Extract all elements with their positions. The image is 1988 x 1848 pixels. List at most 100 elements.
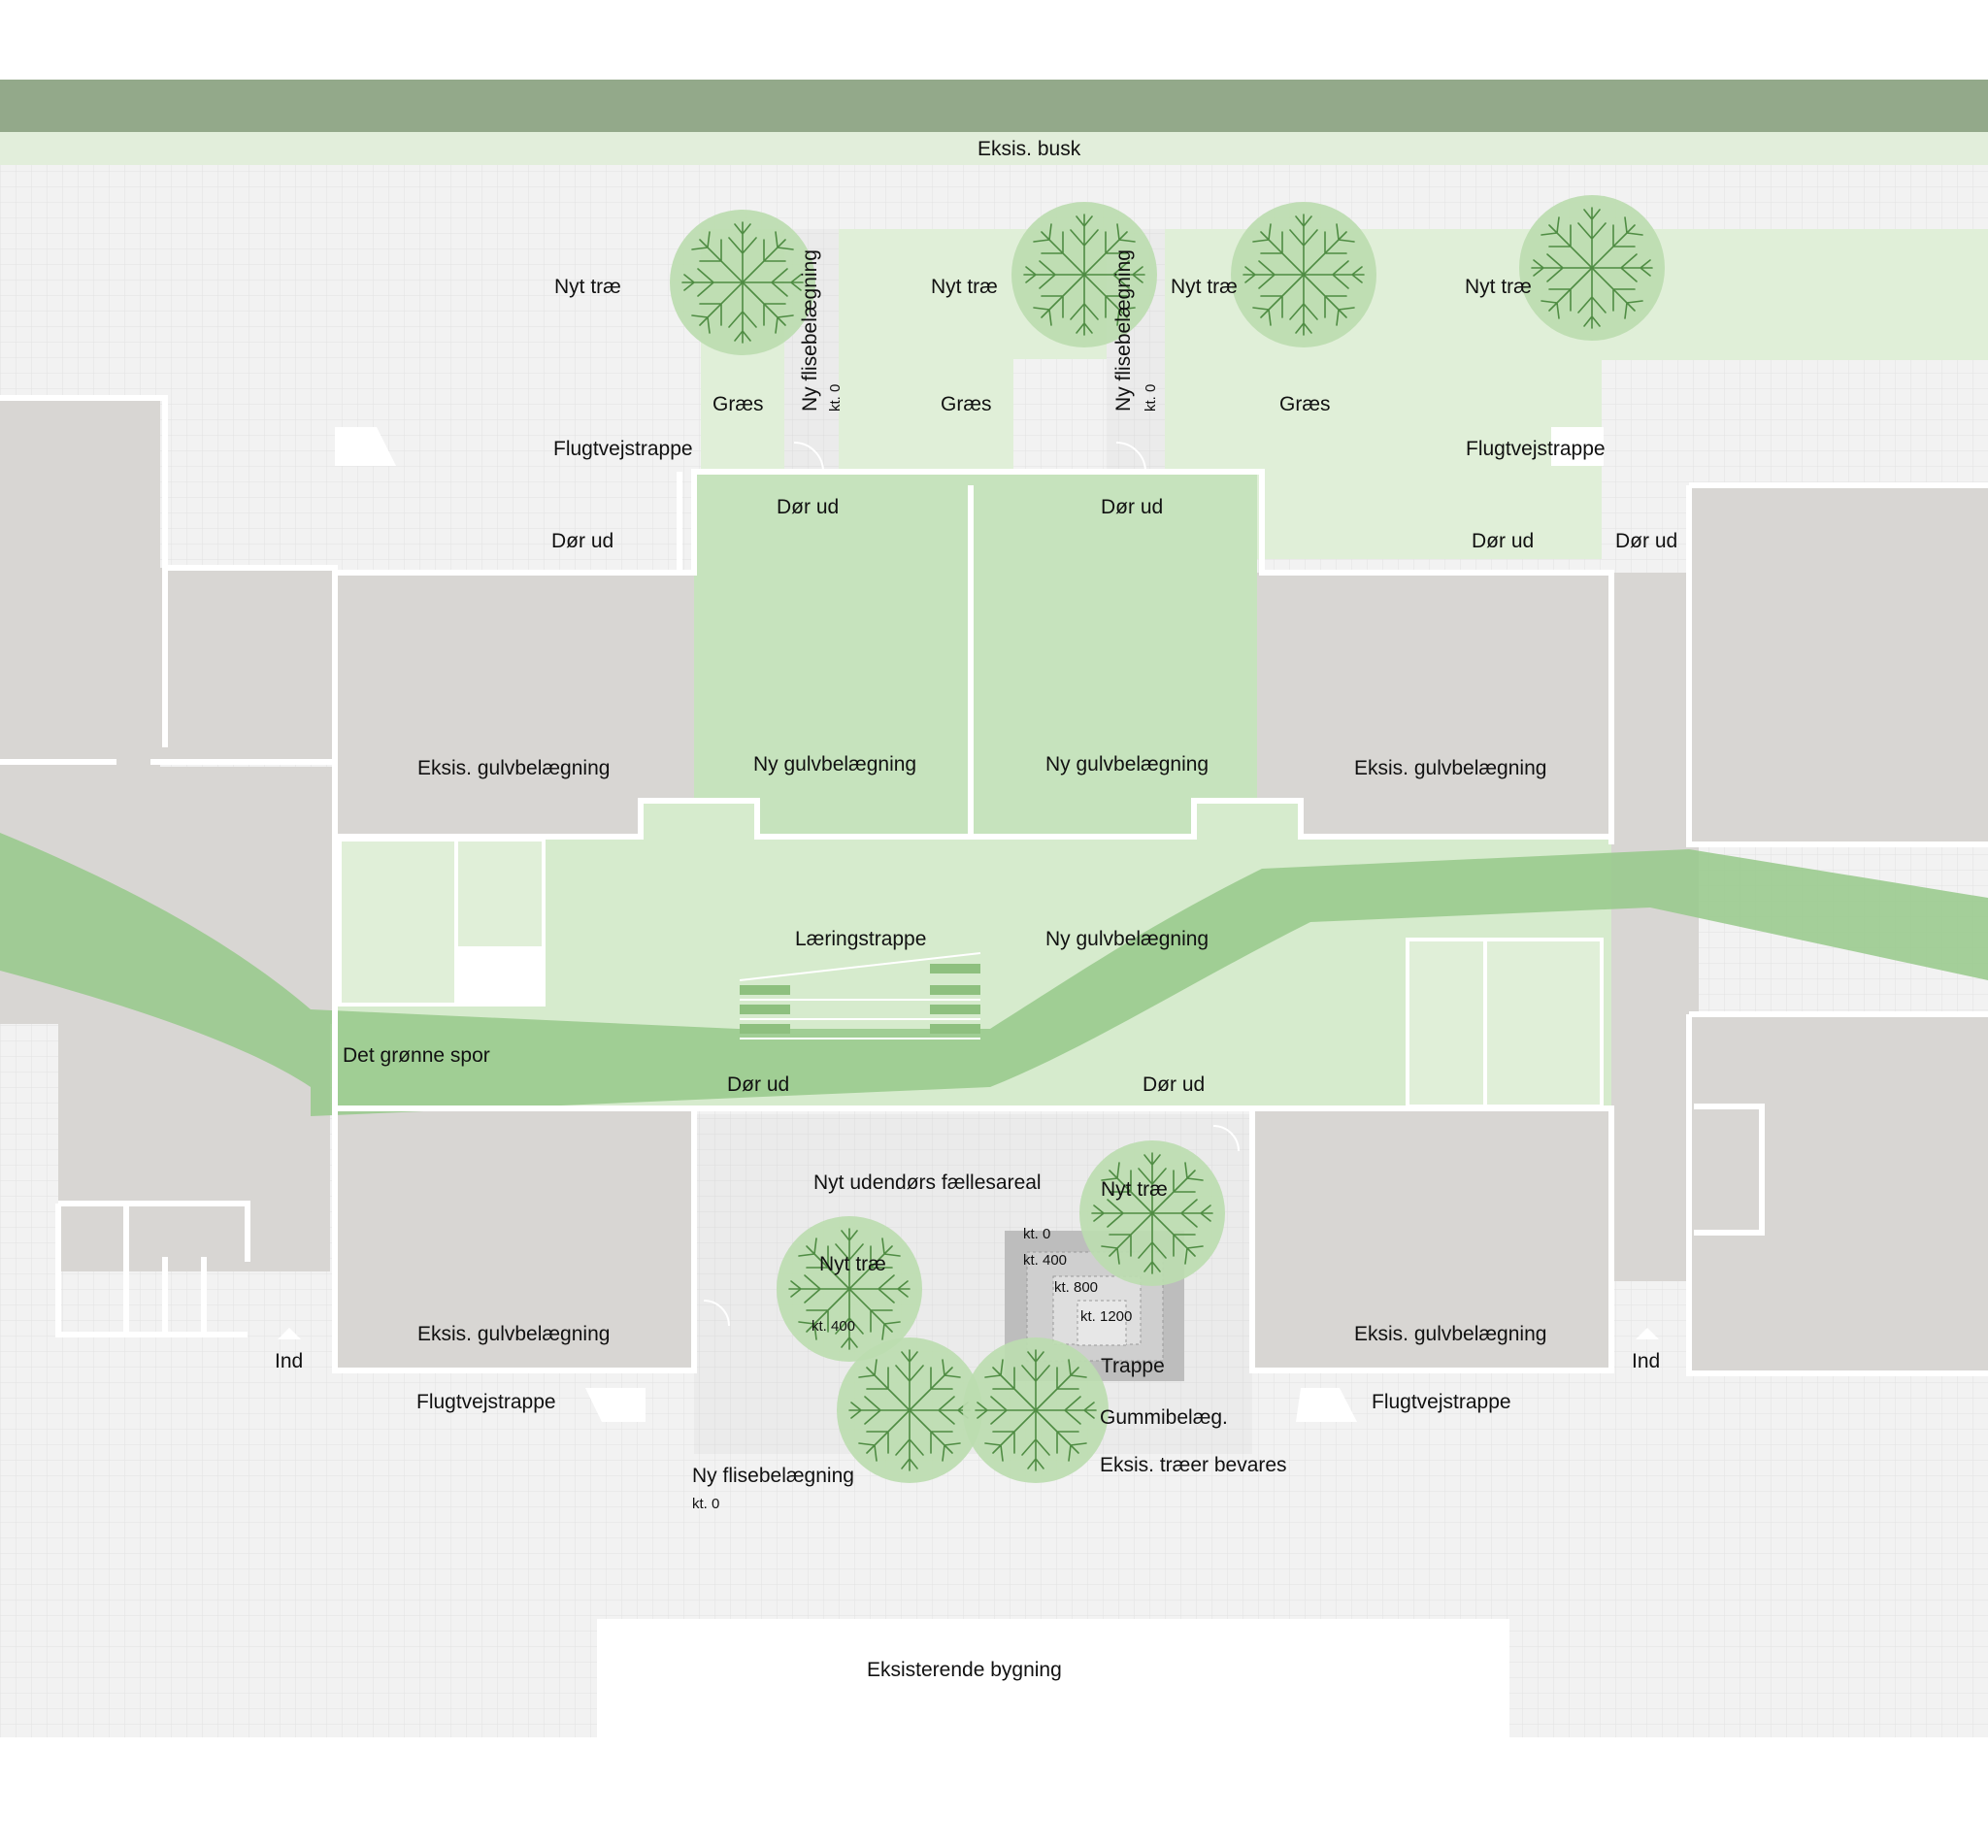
label-common-area: Nyt udendørs fællesareal bbox=[813, 1172, 1042, 1194]
tree-icon bbox=[669, 209, 816, 356]
north-lawn-mid bbox=[839, 229, 1013, 472]
floor-exist-sw bbox=[335, 1108, 694, 1370]
stair-bar-icon bbox=[740, 1024, 790, 1034]
label-learning-stair: Læringstrappe bbox=[795, 928, 926, 950]
playground-inner3 bbox=[1077, 1300, 1127, 1346]
label-hedge: Eksis. busk bbox=[977, 138, 1081, 160]
green-track-band bbox=[0, 833, 1988, 1116]
label-door-2: Dør ud bbox=[1101, 496, 1163, 518]
tree-icon bbox=[962, 1336, 1110, 1484]
label-floor-exist-se: Eksis. gulvbelægning bbox=[1354, 1323, 1546, 1345]
floor-new-1 bbox=[694, 472, 971, 837]
escape-stair-icon bbox=[1551, 427, 1604, 466]
label-existing-trees: Eksis. træer bevares bbox=[1100, 1454, 1287, 1476]
west-room-white bbox=[456, 946, 544, 1005]
label-tree-6: Nyt træ bbox=[819, 1253, 886, 1275]
label-door-5: Dør ud bbox=[1615, 530, 1677, 552]
stair-bar-icon bbox=[740, 1005, 790, 1014]
stair-bar-icon bbox=[930, 1024, 980, 1034]
label-tiles-s: Ny flisebelægning bbox=[692, 1465, 854, 1487]
label-escape-stair-sw: Flugtvejstrappe bbox=[416, 1391, 556, 1413]
label-kt-400b: kt. 400 bbox=[812, 1318, 855, 1335]
label-kt-800: kt. 800 bbox=[1054, 1279, 1098, 1296]
escape-stair-icon bbox=[1296, 1388, 1357, 1422]
west-building-a bbox=[0, 398, 160, 767]
west-room-1 bbox=[338, 838, 458, 1006]
entrance-arrow-icon bbox=[278, 1328, 301, 1339]
floor-exist-nw bbox=[335, 573, 694, 837]
label-entrance-w: Ind bbox=[275, 1350, 303, 1372]
learning-stair bbox=[739, 952, 981, 1040]
label-tree-4: Nyt træ bbox=[1465, 276, 1532, 298]
label-tiles-s-kt: kt. 0 bbox=[692, 1496, 719, 1512]
label-grass-3: Græs bbox=[1279, 393, 1331, 415]
label-door-7: Dør ud bbox=[1143, 1073, 1205, 1096]
label-tree-1: Nyt træ bbox=[554, 276, 621, 298]
label-escape-stair-nw: Flugtvejstrappe bbox=[553, 438, 693, 460]
label-floor-exist-nw: Eksis. gulvbelægning bbox=[417, 757, 610, 779]
stair-bar-icon bbox=[930, 985, 980, 995]
labels: Eksis. busk Nyt træ Nyt træ Nyt træ Nyt … bbox=[275, 138, 1677, 1681]
door-arc-icon bbox=[703, 1300, 730, 1327]
north-lawn-c bbox=[1602, 229, 1988, 360]
label-escape-stair-ne: Flugtvejstrappe bbox=[1466, 438, 1606, 460]
floor-exist-se bbox=[1252, 1108, 1611, 1370]
label-floor-exist-ne: Eksis. gulvbelægning bbox=[1354, 757, 1546, 779]
tree-icon bbox=[836, 1336, 983, 1484]
corridor-bump-w bbox=[641, 801, 757, 840]
label-existing-building: Eksisterende bygning bbox=[867, 1659, 1062, 1681]
stair-bar-icon bbox=[930, 1005, 980, 1014]
label-door-3: Dør ud bbox=[551, 530, 613, 552]
tree-icon bbox=[1011, 201, 1158, 348]
hedge-strip bbox=[0, 80, 1988, 132]
existing-building bbox=[597, 1619, 1509, 1737]
west-building-b bbox=[160, 568, 335, 762]
label-tiles-v1-kt: kt. 0 bbox=[827, 384, 844, 412]
tree-icon bbox=[1078, 1139, 1226, 1287]
stair-outline bbox=[739, 952, 981, 1040]
label-tree-2: Nyt træ bbox=[931, 276, 998, 298]
stair-bar-icon bbox=[930, 964, 980, 974]
hedge-lawn-strip bbox=[0, 132, 1988, 165]
walls bbox=[0, 395, 1988, 1376]
label-tree-5: Nyt træ bbox=[1101, 1178, 1168, 1201]
floor-new-2 bbox=[971, 472, 1257, 837]
east-room-1 bbox=[1406, 938, 1487, 1108]
stair-bar-icon bbox=[740, 985, 790, 995]
label-tree-3: Nyt træ bbox=[1171, 276, 1238, 298]
label-tiles-v1: Ny flisebelægning bbox=[799, 249, 821, 412]
label-floor-exist-sw: Eksis. gulvbelægning bbox=[417, 1323, 610, 1345]
entrance-arrow-icon bbox=[1636, 1328, 1659, 1339]
floor-exist-ne bbox=[1257, 573, 1611, 837]
label-green-track: Det grønne spor bbox=[343, 1044, 490, 1067]
label-escape-stair-se: Flugtvejstrappe bbox=[1372, 1391, 1511, 1413]
label-door-6: Dør ud bbox=[727, 1073, 789, 1096]
label-kt-1200: kt. 1200 bbox=[1080, 1308, 1132, 1325]
label-kt-0: kt. 0 bbox=[1023, 1226, 1050, 1242]
label-tiles-v2-kt: kt. 0 bbox=[1143, 384, 1159, 412]
escape-stair-icon bbox=[585, 1388, 646, 1422]
page-bottom-white bbox=[0, 1737, 1988, 1848]
tree-icon bbox=[1518, 194, 1666, 342]
page-top-white bbox=[0, 0, 1988, 80]
label-kt-400a: kt. 400 bbox=[1023, 1252, 1067, 1269]
tree-icon bbox=[1230, 201, 1377, 348]
label-grass-1: Græs bbox=[712, 393, 764, 415]
label-floor-new-3: Ny gulvbelægning bbox=[1045, 928, 1209, 950]
corridor-bump-e bbox=[1194, 801, 1301, 840]
label-rubber: Gummibelæg. bbox=[1100, 1406, 1228, 1429]
door-arc-icon bbox=[1212, 1125, 1240, 1152]
east-building-a bbox=[1689, 485, 1988, 844]
door-arc-icon bbox=[793, 442, 824, 473]
label-stair: Trappe bbox=[1101, 1355, 1165, 1377]
label-entrance-e: Ind bbox=[1632, 1350, 1660, 1372]
label-floor-new-2: Ny gulvbelægning bbox=[1045, 753, 1209, 776]
label-floor-new-1: Ny gulvbelægning bbox=[753, 753, 916, 776]
label-door-4: Dør ud bbox=[1472, 530, 1534, 552]
east-building-d bbox=[1611, 844, 1699, 1281]
label-door-1: Dør ud bbox=[777, 496, 839, 518]
label-tiles-v2: Ny flisebelægning bbox=[1112, 249, 1135, 412]
door-arc-icon bbox=[1115, 442, 1146, 473]
escape-stair-icon bbox=[335, 427, 396, 466]
